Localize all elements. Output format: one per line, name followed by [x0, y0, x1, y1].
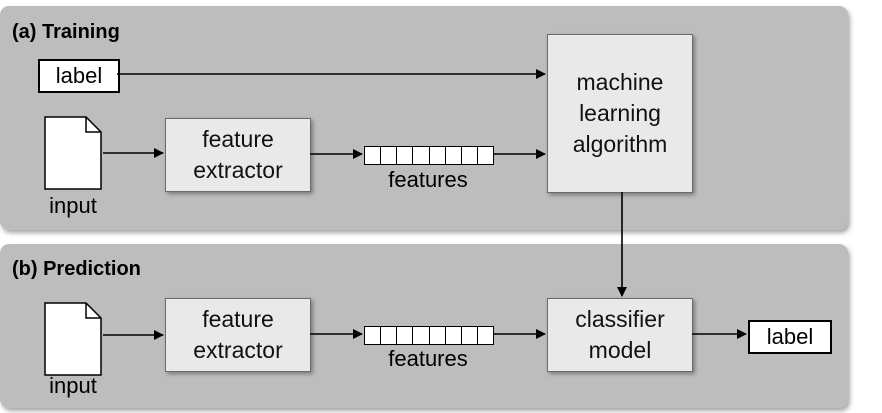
training-label-box: label [38, 59, 120, 93]
prediction-input-caption: input [49, 373, 97, 398]
training-title: (a) Training [12, 21, 120, 43]
training-input-document-icon [44, 116, 102, 190]
training-features-caption: features [388, 167, 468, 192]
prediction-input-document-icon [44, 302, 102, 376]
prediction-feature-extractor: feature extractor [165, 298, 311, 372]
prediction-title: (b) Prediction [12, 258, 141, 280]
prediction-classifier-model: classifier model [547, 298, 693, 372]
training-ml-algorithm: machine learning algorithm [547, 34, 693, 193]
prediction-label-box: label [748, 320, 832, 354]
training-panel: (a) Training [0, 6, 848, 230]
prediction-feature-vector-icon [364, 326, 494, 345]
training-input-caption: input [49, 193, 97, 218]
training-feature-extractor: feature extractor [165, 118, 311, 192]
training-feature-vector-icon [364, 146, 494, 165]
prediction-features-caption: features [388, 346, 468, 371]
